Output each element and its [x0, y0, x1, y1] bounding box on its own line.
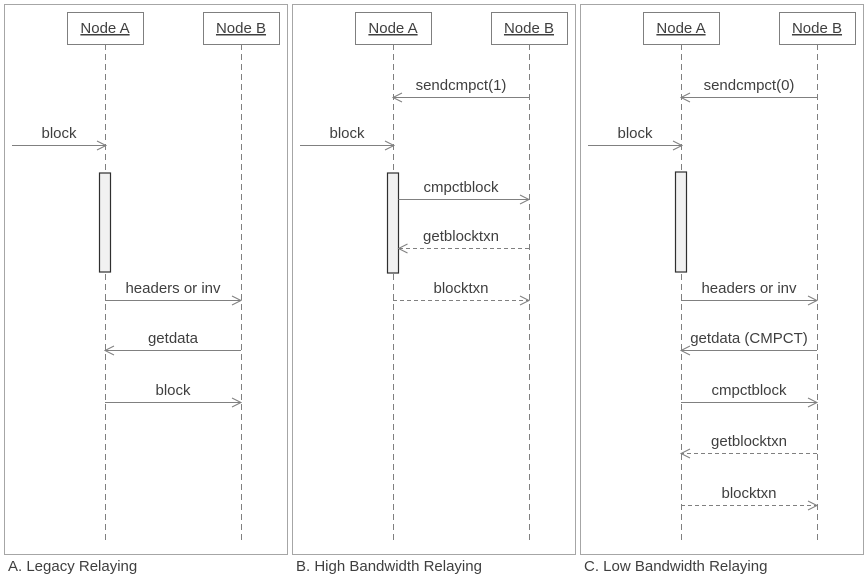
message-label: blocktxn [721, 485, 776, 502]
panel-b-message-getblocktxn: getblocktxn [397, 228, 529, 254]
message-label: cmpctblock [423, 179, 499, 196]
panel-b-message-blocktxn: blocktxn [393, 280, 531, 306]
message-label: cmpctblock [711, 382, 787, 399]
message-arrowhead [679, 448, 691, 459]
panel-b-message-block: block [300, 125, 396, 151]
message-label: sendcmpct(1) [416, 77, 507, 94]
panel-c-message-cmpctblock: cmpctblock [681, 382, 819, 408]
panel-a-node-a-label: Node A [80, 20, 129, 37]
message-arrowhead [397, 243, 408, 254]
panel-c-node-a-box [643, 12, 720, 45]
panel-b-message-sendcmpct-1: sendcmpct(1) [391, 77, 529, 103]
panel-c-node-b-label: Node B [792, 20, 842, 37]
message-arrowhead [391, 92, 403, 103]
panel-a-border [4, 4, 288, 555]
message-label: block [329, 125, 365, 142]
message-arrowhead [384, 140, 396, 151]
message-arrowhead [231, 295, 243, 306]
message-arrowhead [231, 397, 243, 408]
panel-b-activation-bar [386, 172, 400, 274]
message-label: block [617, 125, 653, 142]
panel-a-node-b-label: Node B [216, 20, 266, 37]
caption-low-bandwidth-relaying: C. Low Bandwidth Relaying [584, 558, 768, 575]
panel-a-node-b-box [203, 12, 280, 45]
panel-a-message-block: block [12, 125, 108, 151]
message-arrowhead [679, 92, 691, 103]
message-label: getdata (CMPCT) [690, 330, 808, 347]
message-arrowhead [519, 194, 531, 205]
panel-c-activation-bar [674, 171, 688, 273]
message-arrowhead [807, 295, 819, 306]
panel-a-activation-bar [98, 172, 112, 273]
panel-b: Node A Node B sendcmpct(1) block cmpctblock g… [292, 4, 576, 555]
panel-c-message-block: block [588, 125, 684, 151]
panel-b-border [292, 4, 576, 555]
message-label: sendcmpct(0) [704, 77, 795, 94]
panel-a-node-a-box [67, 12, 144, 45]
caption-high-bandwidth-relaying: B. High Bandwidth Relaying [296, 558, 482, 575]
message-arrowhead [519, 295, 531, 306]
panel-b-message-cmpctblock: cmpctblock [398, 179, 531, 205]
message-label: getdata [148, 330, 199, 347]
message-arrowhead [807, 397, 819, 408]
panel-c-message-blocktxn: blocktxn [681, 485, 819, 511]
message-label: blocktxn [433, 280, 488, 297]
panel-c-border [580, 4, 864, 555]
message-label: getblocktxn [711, 433, 787, 450]
panel-c-message-sendcmpct-0: sendcmpct(0) [679, 77, 817, 103]
message-label: headers or inv [701, 280, 797, 297]
message-arrowhead [96, 140, 108, 151]
panel-a-message-block: block [105, 382, 243, 408]
message-label: block [155, 382, 191, 399]
panel-b-node-a-box [355, 12, 432, 45]
message-label: getblocktxn [423, 228, 499, 245]
panel-c: Node A Node B sendcmpct(0) block headers or … [580, 4, 864, 555]
panel-a-message-headers-or-inv: headers or inv [105, 280, 243, 306]
panel-a-message-getdata: getdata [103, 330, 241, 356]
panel-b-node-b-label: Node B [504, 20, 554, 37]
caption-legacy-relaying: A. Legacy Relaying [8, 558, 138, 575]
message-arrowhead [103, 345, 115, 356]
panel-c-node-b-box [779, 12, 856, 45]
panel-c-message-getdata-cmpct: getdata (CMPCT) [679, 330, 817, 356]
message-label: block [41, 125, 77, 142]
panel-c-node-a-label: Node A [656, 20, 705, 37]
message-arrowhead [679, 345, 691, 356]
panel-c-message-getblocktxn: getblocktxn [679, 433, 817, 459]
message-label: headers or inv [125, 280, 221, 297]
panel-b-node-a-label: Node A [368, 20, 417, 37]
panel-b-node-b-box [491, 12, 568, 45]
message-arrowhead [807, 500, 819, 511]
message-arrowhead [672, 140, 684, 151]
panel-a: Node A Node B block headers or inv getdata bl… [4, 4, 288, 555]
panel-c-message-headers-or-inv: headers or inv [681, 280, 819, 306]
